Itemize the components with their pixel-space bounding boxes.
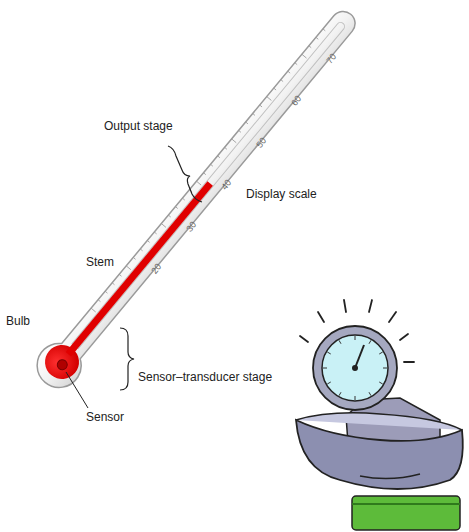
scale-number: 20 <box>150 262 164 276</box>
dial-tick <box>369 392 371 395</box>
tick-mark <box>309 46 311 48</box>
tick-mark <box>323 29 325 31</box>
tick-mark <box>225 147 227 149</box>
tick-mark <box>253 114 255 116</box>
tick-mark <box>246 122 248 124</box>
tick-mark <box>260 105 262 107</box>
bracket <box>168 146 202 202</box>
tick-mark <box>154 232 156 234</box>
tick-mark <box>239 130 241 132</box>
tick-mark <box>147 240 149 242</box>
dial-tick <box>379 382 382 384</box>
dial-tick <box>327 382 330 384</box>
dial-tick <box>327 352 330 354</box>
dial-tick <box>379 352 382 354</box>
tick-mark <box>281 80 283 82</box>
dial-tick <box>323 368 327 369</box>
tick-mark <box>91 308 96 312</box>
tick-mark <box>196 181 201 185</box>
tick-mark <box>204 173 206 175</box>
scale-number: 30 <box>185 220 199 234</box>
part-label: Bulb <box>6 315 30 328</box>
tick-mark <box>316 37 318 39</box>
dial-tick <box>355 396 356 400</box>
dial-tick <box>355 336 356 340</box>
part-label: Display scale <box>246 188 317 201</box>
tick-mark <box>182 198 184 200</box>
tick-mark <box>126 266 131 270</box>
part-label: Output stage <box>104 120 173 133</box>
tick-mark <box>218 156 220 158</box>
thermometer <box>28 0 367 396</box>
tick-mark <box>98 300 100 302</box>
tick-mark <box>112 283 114 285</box>
bracket <box>120 328 134 390</box>
part-label: Sensor–transducer stage <box>138 371 272 384</box>
tick-mark <box>267 97 272 101</box>
part-label: Sensor <box>86 411 124 424</box>
tick-mark <box>105 291 107 293</box>
part-label: Stem <box>86 256 114 269</box>
tick-mark <box>211 164 213 166</box>
dial-tick <box>369 340 371 343</box>
tick-mark <box>288 71 290 73</box>
dial-tick <box>339 340 341 343</box>
tick-mark <box>140 249 142 251</box>
scale-number: 40 <box>220 178 234 192</box>
tick-mark <box>295 63 297 65</box>
scale-number: 50 <box>255 136 269 150</box>
tick-mark <box>302 54 307 58</box>
tick-mark <box>232 139 237 143</box>
scale-number: 60 <box>290 94 304 108</box>
tick-mark <box>168 215 170 217</box>
tick-mark <box>274 88 276 90</box>
leader-line <box>66 372 88 408</box>
dial-tick <box>383 368 387 369</box>
tick-mark <box>175 207 177 209</box>
scale-number: 70 <box>325 52 339 66</box>
dial-tick <box>339 392 341 395</box>
tick-mark <box>161 224 166 228</box>
tick-mark <box>119 274 121 276</box>
tick-mark <box>133 257 135 259</box>
weighing-scale <box>296 300 463 530</box>
